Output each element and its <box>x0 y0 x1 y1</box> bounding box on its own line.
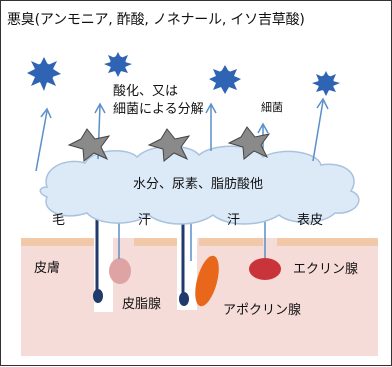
hair-label: 毛 <box>52 213 66 228</box>
apocrine-gland-label: アポクリン腺 <box>223 303 302 318</box>
epidermis-band <box>21 238 94 246</box>
bacteria-icon <box>209 65 241 94</box>
sebaceous-gland-label: 皮脂腺 <box>122 297 162 312</box>
eccrine-gland-label: エクリン腺 <box>293 262 359 277</box>
secretion-cloud <box>39 145 360 225</box>
process-label-line2: 細菌による分解 <box>113 102 204 117</box>
bacteria-icon <box>27 57 61 91</box>
sebaceous-gland <box>109 258 131 284</box>
eccrine-gland <box>249 258 281 280</box>
bacteria-label: 細菌 <box>261 101 283 114</box>
bacteria-icon <box>104 52 132 77</box>
hair-bulb-right <box>179 292 189 306</box>
sweat-label-right: 汗 <box>227 213 241 228</box>
process-label-line1: 酸化、又は <box>113 84 179 99</box>
epidermis-band <box>277 238 378 246</box>
sweat-label-left: 汗 <box>138 213 152 228</box>
bacteria-icon <box>312 71 340 96</box>
oxidation-star-icon <box>147 128 191 162</box>
process-label: 酸化、又は 細菌による分解 <box>113 83 204 119</box>
hair-bulb-left <box>93 289 103 303</box>
epidermis-band <box>134 238 183 246</box>
apocrine-gland <box>195 255 219 307</box>
diagram-title: 悪臭(アンモニア, 酢酸, ノネナール, イソ吉草酸) <box>7 12 305 28</box>
skin-label: 皮膚 <box>34 261 61 276</box>
epidermis-band <box>199 238 263 246</box>
cloud-label: 水分、尿素、脂肪酸他 <box>133 177 264 192</box>
surface-label: 表皮 <box>297 213 324 228</box>
oxidation-star-icon <box>227 126 271 160</box>
oxidation-star-icon <box>67 128 111 162</box>
